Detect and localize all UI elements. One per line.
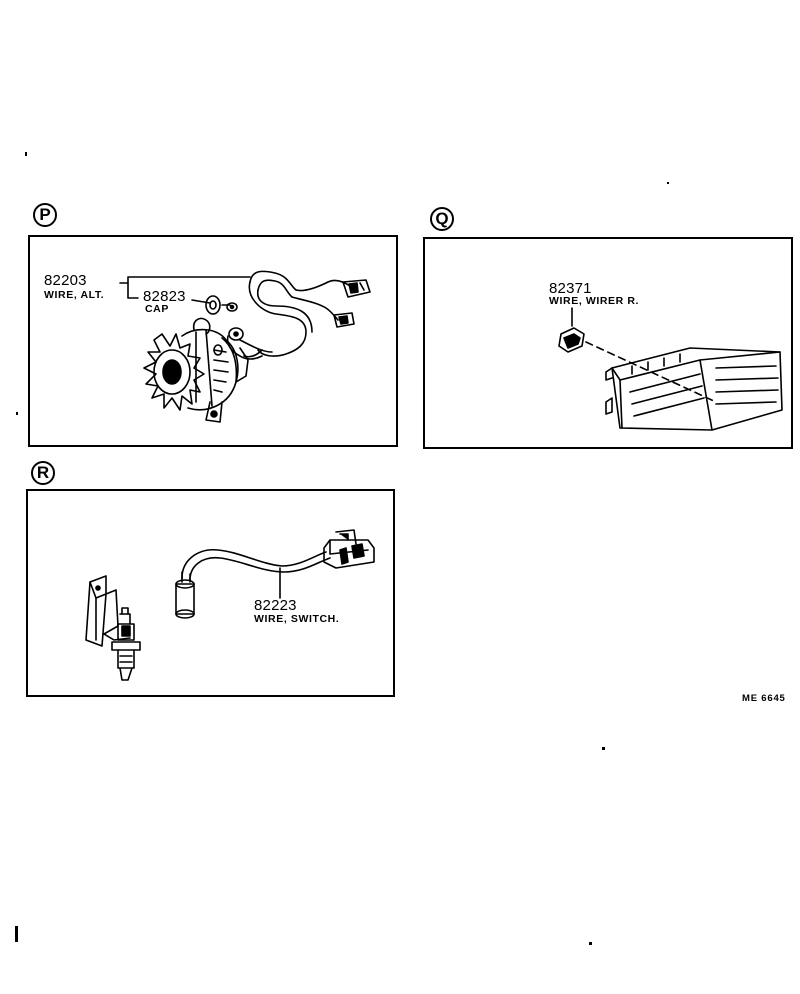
leader-lines-p [119, 276, 251, 306]
section-r-badge: R [31, 461, 55, 485]
switch-connector [323, 529, 375, 569]
alternator [143, 317, 249, 423]
part-name-wire-alt: WIRE, ALT. [44, 289, 105, 301]
scan-speck [589, 942, 592, 945]
harness-connector-upper [342, 279, 371, 298]
temperature-switch [111, 607, 141, 681]
section-p-badge: P [33, 203, 57, 227]
relay-block [605, 347, 783, 431]
cap-grommet [205, 295, 221, 315]
scan-speck [667, 182, 669, 184]
drawing-code: ME 6645 [742, 693, 786, 704]
temperature-switch-bracket [85, 575, 131, 647]
part-number-82823: 82823 [143, 288, 186, 305]
part-number-82371: 82371 [549, 280, 592, 297]
part-name-wire-switch: WIRE, SWITCH. [254, 613, 340, 625]
scan-speck [602, 747, 605, 750]
part-number-82223: 82223 [254, 597, 297, 614]
wire-wirer-r-clip [558, 327, 585, 353]
scan-speck [25, 152, 27, 156]
wire-harness-alt [239, 270, 351, 358]
part-name-cap: CAP [145, 303, 169, 315]
section-r-panel [26, 489, 395, 697]
nut-part [226, 302, 238, 312]
part-number-82203: 82203 [44, 272, 87, 289]
wire-switch-harness [175, 549, 331, 619]
scan-speck [16, 412, 18, 415]
scan-speck [15, 926, 18, 942]
harness-connector-lower [333, 312, 355, 328]
section-q-badge: Q [430, 207, 454, 231]
part-name-wire-wirer-r: WIRE, WIRER R. [549, 295, 640, 307]
